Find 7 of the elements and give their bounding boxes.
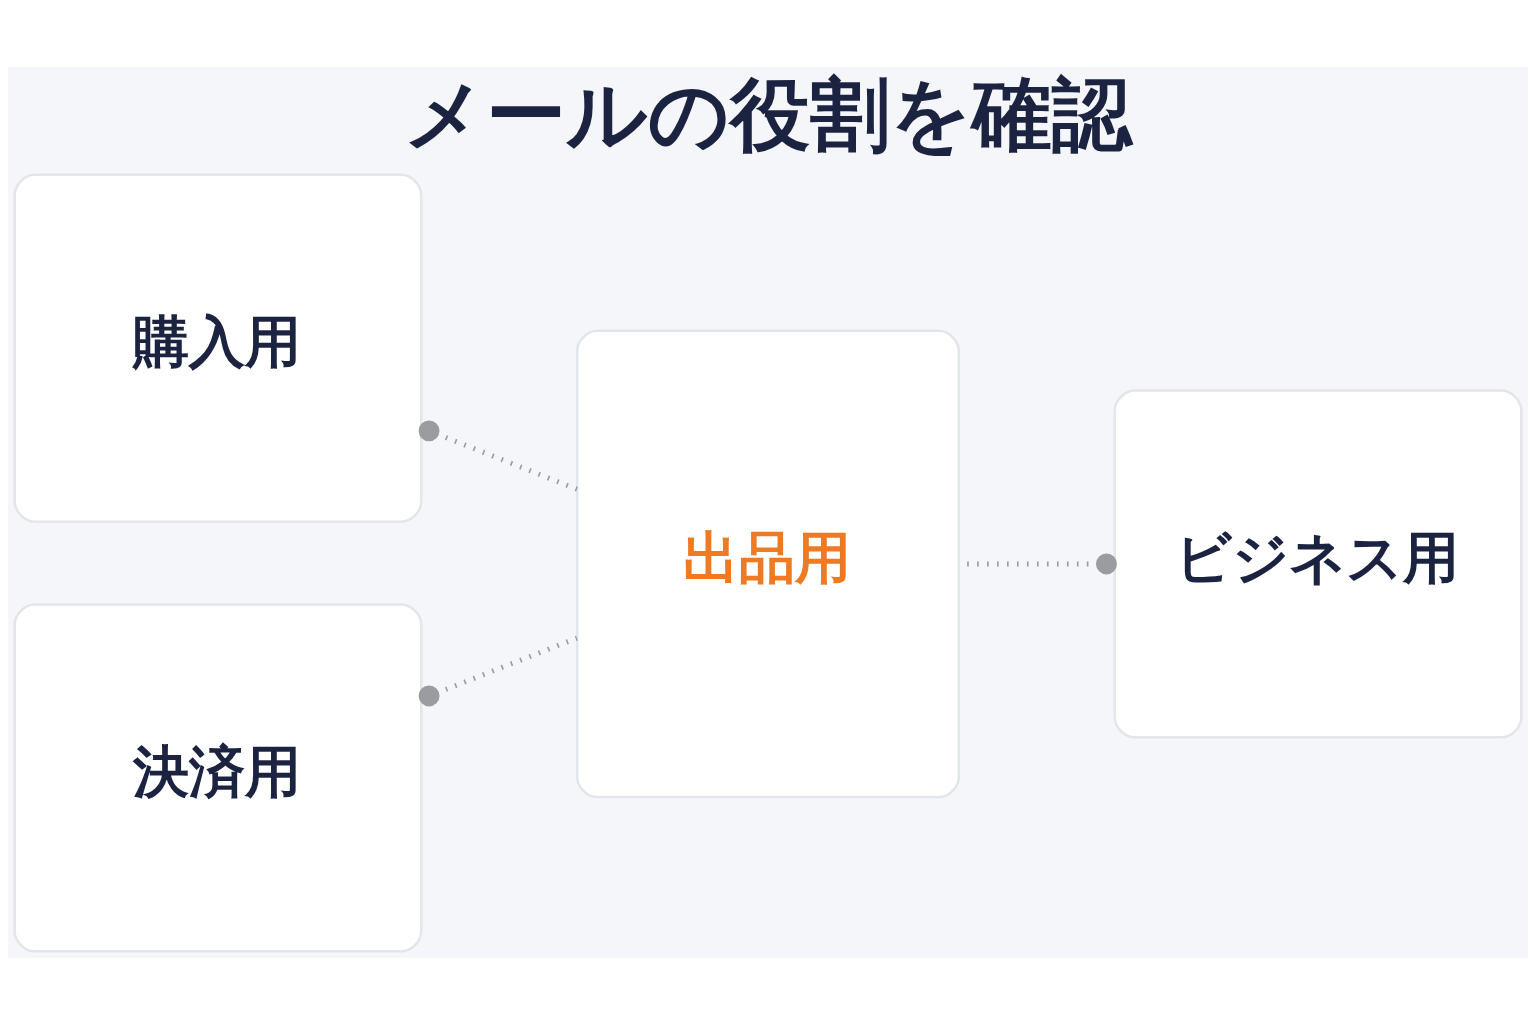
connector (418, 419, 578, 491)
node-box: 購入用 (13, 173, 423, 523)
node-box: 出品用 (575, 329, 961, 798)
node-box: ビジネス用 (1113, 388, 1523, 739)
connector (418, 635, 578, 706)
diagram-title: メールの役割を確認 (403, 67, 1132, 161)
node-box: 決済用 (13, 602, 423, 953)
